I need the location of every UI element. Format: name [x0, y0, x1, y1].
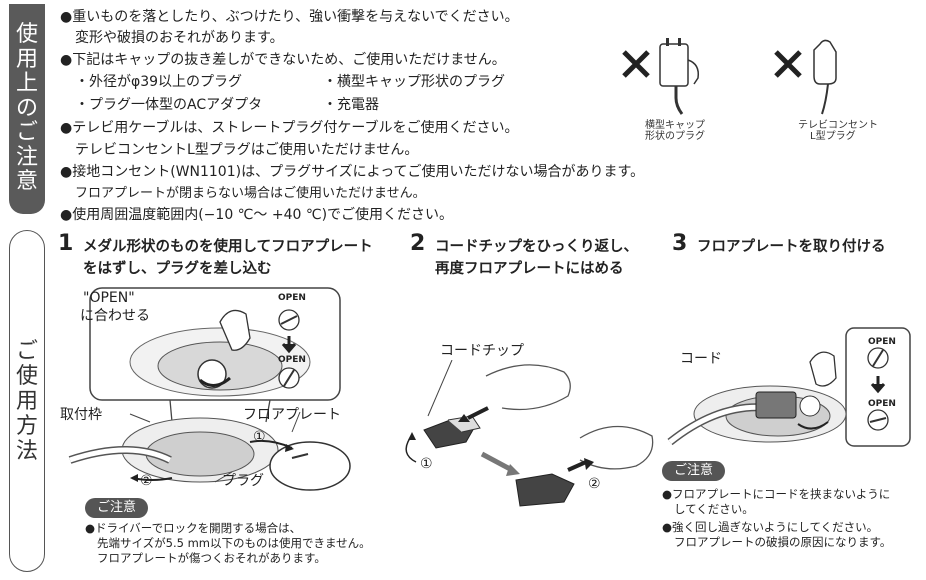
- precaution-2-b: ・横型キャップ形状のプラグ: [323, 74, 505, 90]
- step-2-illustration: ① ②: [405, 360, 654, 507]
- precaution-2: ●下記はキャップの抜き差しができないため、ご使用いただけません。: [60, 52, 506, 68]
- open-label-1: OPEN: [278, 293, 306, 303]
- precaution-4: ●接地コンセント(WN1101)は、プラグサイズによってご使用いただけない場合が…: [60, 164, 645, 180]
- step-2-line-2: 再度フロアプレートにはめる: [435, 261, 624, 277]
- floor-plate-label: フロアプレート: [243, 407, 341, 423]
- note-3-line-2: してください。: [674, 502, 754, 516]
- note-3-line-3: ●強く回し過ぎないようにしてください。: [662, 520, 879, 534]
- step-1-line-2: をはずし、プラグを差し込む: [83, 261, 272, 277]
- ng-tv-caption-1: テレビコンセント: [798, 120, 878, 131]
- precaution-2-c: ・プラグ一体型のACアダプタ: [75, 97, 263, 113]
- circle-2-label: ②: [140, 473, 153, 489]
- precaution-2-a: ・外径がφ39以上のプラグ: [75, 74, 243, 90]
- plug-label: プラグ: [222, 473, 264, 489]
- align-label: に合わせる: [80, 308, 150, 324]
- tab-usage: ご使用方法: [9, 230, 45, 572]
- note-1-line-3: フロアプレートが傷つくおそれがあります。: [97, 551, 326, 565]
- tab-precautions-label: 使用上のご注意: [15, 22, 38, 195]
- step-3-illustration: [667, 327, 911, 447]
- ng-tv-plug-illustration: [774, 39, 837, 115]
- open-label-3: OPEN: [868, 337, 896, 347]
- step-1-line-1: メダル形状のものを使用してフロアプレート: [83, 239, 373, 255]
- open-label-2: OPEN: [278, 355, 306, 365]
- step-1-number: 1: [58, 231, 74, 256]
- cord-chip-label: コードチップ: [440, 343, 524, 359]
- note-1-line-1: ●ドライバーでロックを開閉する場合は、: [85, 521, 302, 535]
- ng-cap-caption-2: 形状のプラグ: [645, 131, 705, 142]
- precaution-1: ●重いものを落としたり、ぶつけたり、強い衝撃を与えないでください。: [60, 9, 519, 25]
- precaution-1-sub: 変形や破損のおそれがあります。: [75, 30, 284, 46]
- precaution-4-sub: フロアプレートが閉まらない場合はご使用いただけません。: [75, 186, 426, 201]
- step-1-illustration: [68, 287, 351, 491]
- tab-precautions: 使用上のご注意: [9, 4, 45, 214]
- step-3-number: 3: [672, 231, 688, 256]
- ng-cap-caption-1: 横型キャップ: [645, 120, 705, 131]
- circle-1-mark: ①: [420, 456, 433, 472]
- open-quote-label: "OPEN": [83, 290, 135, 306]
- ng-cap-plug-illustration: [622, 38, 700, 115]
- ng-cross-icon: [622, 50, 650, 78]
- note-1-line-2: 先端サイズが5.5 mm以下のものは使用できません。: [97, 536, 371, 550]
- caution-badge-1: ご注意: [85, 498, 149, 518]
- note-3-line-4: フロアプレートの破損の原因になります。: [674, 535, 892, 549]
- open-label-4: OPEN: [868, 399, 896, 409]
- precaution-5: ●使用周囲温度範囲内(−10 ℃〜 +40 ℃)でご使用ください。: [60, 207, 454, 223]
- cord-label: コード: [680, 351, 722, 367]
- ng-tv-caption-2: L型プラグ: [810, 131, 856, 142]
- step-2-number: 2: [410, 231, 426, 256]
- circle-2-mark: ②: [588, 476, 601, 492]
- precaution-3: ●テレビ用ケーブルは、ストレートプラグ付ケーブルをご使用ください。: [60, 120, 519, 136]
- tab-usage-label: ご使用方法: [15, 338, 38, 464]
- frame-label: 取付枠: [60, 407, 102, 423]
- precaution-2-d: ・充電器: [323, 97, 379, 113]
- note-3-line-1: ●フロアプレートにコードを挟まないように: [662, 487, 891, 501]
- circle-1-label: ①: [253, 429, 266, 445]
- ng-cross-icon: [774, 50, 802, 78]
- precaution-3-sub: テレビコンセントL型プラグはご使用いただけません。: [75, 142, 419, 158]
- step-2-line-1: コードチップをひっくり返し、: [435, 239, 638, 255]
- caution-badge-3: ご注意: [662, 461, 726, 481]
- step-3-line-1: フロアプレートを取り付ける: [697, 239, 886, 255]
